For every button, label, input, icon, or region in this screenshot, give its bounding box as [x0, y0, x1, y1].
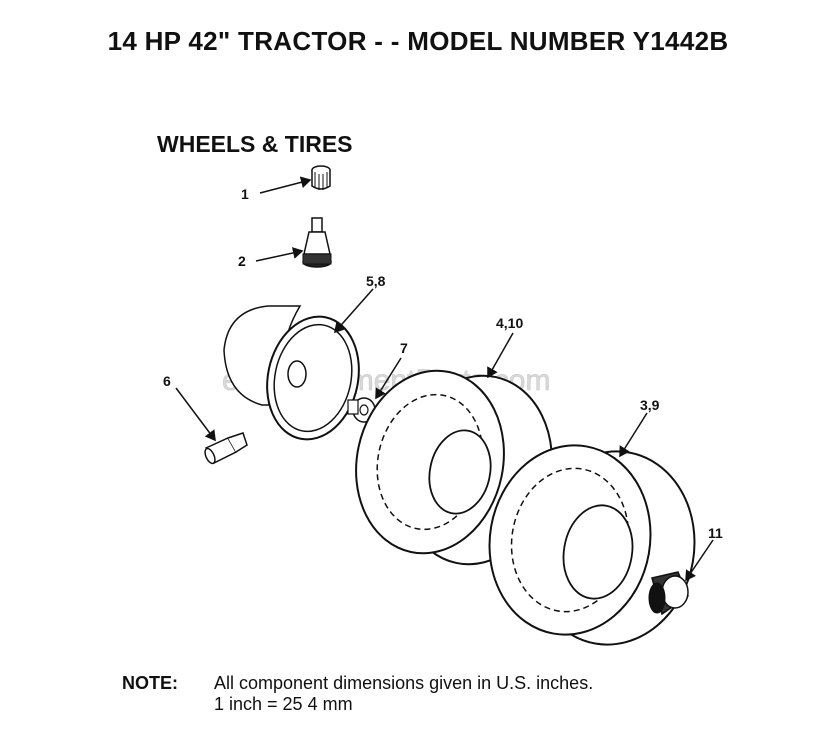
note-text-2: 1 inch = 25 4 mm	[214, 694, 353, 714]
callout-11-label: 11	[708, 525, 723, 541]
valve-cap-part	[311, 165, 331, 190]
callout-1-label: 1	[241, 186, 249, 202]
page-title: 14 HP 42" TRACTOR - - MODEL NUMBER Y1442…	[107, 26, 729, 56]
note-line-1: NOTE: All component dimensions given in U…	[122, 673, 593, 694]
callout-5-8-label: 5,8	[366, 273, 386, 289]
callout-leaders	[175, 176, 714, 582]
valve-stem-part	[302, 217, 332, 268]
callout-3-9-label: 3,9	[640, 397, 660, 413]
bolt-part	[204, 432, 248, 465]
callout-2-label: 2	[238, 253, 246, 269]
note-block: NOTE: All component dimensions given in U…	[122, 673, 593, 715]
callout-4-10-label: 4,10	[496, 315, 523, 331]
note-text-1: All component dimensions given in U.S. i…	[214, 673, 594, 693]
callout-6-label: 6	[163, 373, 171, 389]
callout-7-label: 7	[400, 340, 408, 356]
bushing-part	[648, 571, 689, 616]
section-title: WHEELS & TIRES	[157, 131, 353, 157]
note-label: NOTE:	[122, 673, 178, 693]
wheel-rim-part	[223, 305, 360, 441]
